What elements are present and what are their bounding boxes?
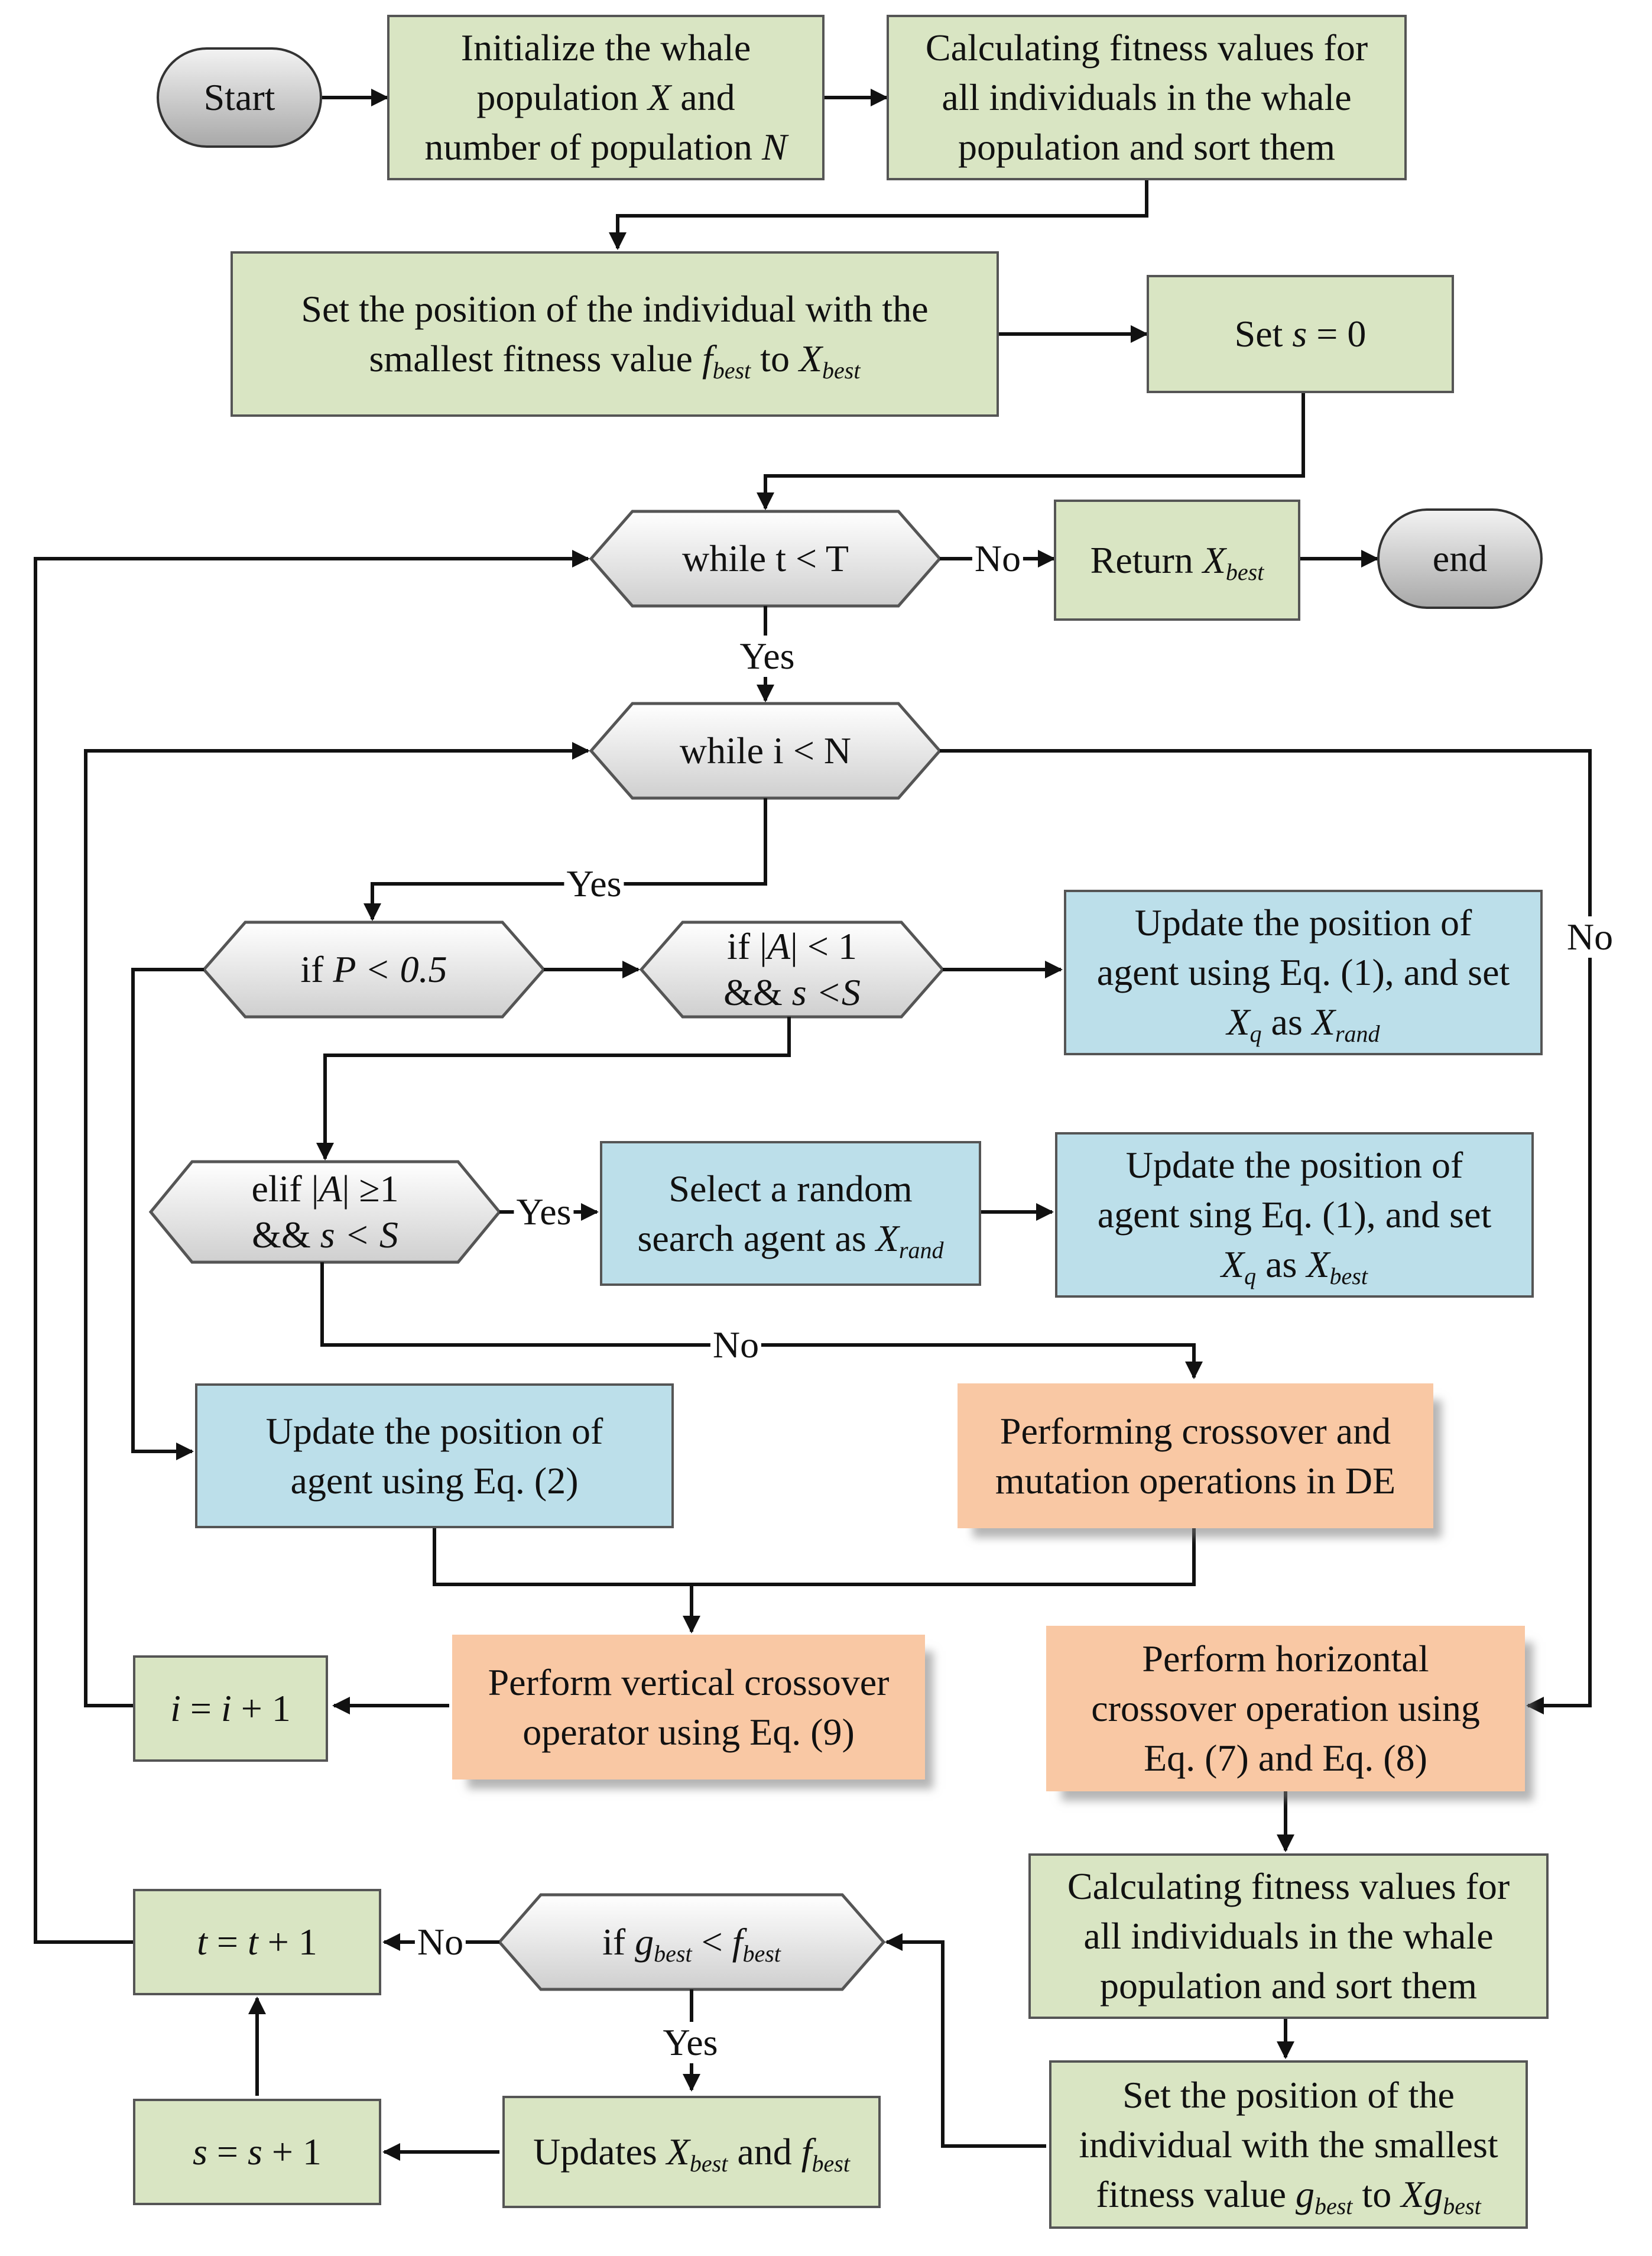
calc-fitness-box-top: Calculating fitness values for all indiv… bbox=[887, 15, 1407, 180]
arrow-sets0-whilet bbox=[757, 393, 1305, 510]
yes-label-while-i: Yes bbox=[564, 863, 624, 905]
if-p-decision: if P < 0.5 bbox=[300, 948, 447, 990]
vert-line1: Perform vertical crossover bbox=[488, 1661, 890, 1703]
yes-label-if-g: Yes bbox=[660, 2022, 720, 2063]
setpos1-line2: smallest fitness value fbest to Xbest bbox=[369, 338, 861, 384]
upd1-line1: Update the position of bbox=[1134, 902, 1472, 944]
init-line1: Initialize the whale bbox=[460, 27, 751, 69]
updbest-line1: Update the position of bbox=[1125, 1144, 1463, 1186]
update-eq1-best-box: Update the position of agent sing Eq. (1… bbox=[1055, 1132, 1534, 1298]
while-i-decision: while i < N bbox=[591, 704, 940, 798]
set-best-position-box: Set the position of the individual with … bbox=[231, 251, 999, 417]
i-increment-box: i = i + 1 bbox=[133, 1655, 328, 1762]
if-a-line2: && s <S bbox=[723, 971, 861, 1013]
decision-shapes bbox=[148, 510, 945, 1991]
de-line1: Performing crossover and bbox=[999, 1409, 1391, 1452]
updbest-line3: Xq as Xbest bbox=[1221, 1243, 1368, 1289]
select-random-agent-box: Select a random search agent as Xrand bbox=[600, 1141, 981, 1286]
select-line2: search agent as Xrand bbox=[637, 1217, 944, 1263]
horiz-line3: Eq. (7) and Eq. (8) bbox=[1144, 1737, 1427, 1779]
upd1-line2: agent using Eq. (1), and set bbox=[1096, 951, 1510, 993]
start-label: Start bbox=[203, 76, 275, 118]
select-line1: Select a random bbox=[668, 1167, 913, 1210]
setpos1-line1: Set the position of the individual with … bbox=[301, 288, 929, 330]
return-best-box: Return Xbest bbox=[1054, 500, 1300, 621]
no-label-while-i: No bbox=[1564, 916, 1616, 958]
no-label-while-t: No bbox=[972, 538, 1024, 579]
elif-line1: elif |A| ≥1 bbox=[251, 1168, 399, 1210]
if-g-decision: if gbest < fbest bbox=[602, 1921, 781, 1967]
de-line2: mutation operations in DE bbox=[995, 1459, 1396, 1502]
no-label-elif: No bbox=[710, 1324, 762, 1366]
while-i-label: while i < N bbox=[679, 730, 852, 772]
update-eq1-rand-box: Update the position of agent using Eq. (… bbox=[1064, 890, 1543, 1055]
init-line2: population X and bbox=[476, 76, 735, 118]
if-a-decision: if |A| < 1 && s <S bbox=[641, 922, 943, 1017]
arrow-iinc-whilei bbox=[84, 742, 590, 1707]
calc1-line3: population and sort them bbox=[958, 126, 1336, 168]
arrow-ifp-upd2 bbox=[131, 968, 204, 1460]
if-a-line1: if |A| < 1 bbox=[727, 925, 857, 967]
set-s-zero-box: Set s = 0 bbox=[1147, 275, 1454, 393]
arrow-calc1-setpos1 bbox=[609, 180, 1148, 250]
while-t-label: while t < T bbox=[682, 537, 849, 579]
setpos2-line3: fitness value gbest to Xgbest bbox=[1096, 2173, 1481, 2219]
elif-line2: && s < S bbox=[252, 1214, 398, 1256]
calc2-line3: population and sort them bbox=[1099, 1965, 1478, 2007]
init-line3: number of population N bbox=[424, 126, 787, 168]
setpos2-line2: individual with the smallest bbox=[1079, 2123, 1498, 2166]
calc1-line2: all individuals in the whale bbox=[942, 76, 1352, 118]
elif-decision: elif |A| ≥1 && s < S bbox=[151, 1162, 499, 1262]
de-crossover-mutation-box: Performing crossover and mutation operat… bbox=[958, 1383, 1433, 1528]
upd2-line2: agent using Eq. (2) bbox=[290, 1459, 579, 1502]
horiz-line1: Perform horizontal bbox=[1142, 1638, 1429, 1680]
update-eq2-box: Update the position of agent using Eq. (… bbox=[195, 1383, 674, 1528]
yes-label-elif: Yes bbox=[514, 1191, 574, 1233]
start-terminator: Start bbox=[157, 47, 322, 148]
horizontal-crossover-box: Perform horizontal crossover operation u… bbox=[1046, 1626, 1525, 1791]
yes-label-while-t: Yes bbox=[737, 636, 797, 677]
upd2-line1: Update the position of bbox=[265, 1409, 603, 1452]
end-label: end bbox=[1432, 537, 1488, 579]
horiz-line2: crossover operation using bbox=[1091, 1687, 1480, 1729]
arrow-ifa-elif bbox=[316, 1017, 791, 1161]
if-g-shape bbox=[497, 1893, 886, 1991]
calc2-line1: Calculating fitness values for bbox=[1067, 1865, 1510, 1907]
t-increment-box: t = t + 1 bbox=[133, 1889, 381, 1995]
while-t-decision: while t < T bbox=[591, 511, 940, 606]
set-gbest-position-box: Set the position of the individual with … bbox=[1049, 2060, 1528, 2229]
arrow-tinc-whilet bbox=[34, 550, 590, 1944]
calc1-line1: Calculating fitness values for bbox=[925, 27, 1368, 69]
arrow-merge-vert bbox=[433, 1487, 1196, 1632]
vertical-crossover-box: Perform vertical crossover operator usin… bbox=[452, 1635, 925, 1779]
updbest-line2: agent sing Eq. (1), and set bbox=[1097, 1194, 1492, 1236]
no-label-if-g: No bbox=[414, 1921, 466, 1963]
setpos2-line1: Set the position of the bbox=[1122, 2073, 1455, 2116]
calc-fitness-box-bottom: Calculating fitness values for all indiv… bbox=[1028, 1853, 1549, 2019]
vert-line2: operator using Eq. (9) bbox=[522, 1710, 855, 1753]
init-box: Initialize the whale population X and nu… bbox=[387, 15, 825, 180]
arrow-whilei-horiz bbox=[940, 749, 1592, 1714]
calc2-line2: all individuals in the whale bbox=[1083, 1915, 1494, 1957]
arrow-setpos2-ifg bbox=[885, 1933, 1046, 2148]
end-terminator: end bbox=[1377, 508, 1543, 609]
updates-best-box: Updates Xbest and fbest bbox=[502, 2096, 881, 2208]
upd1-line3: Xq as Xrand bbox=[1226, 1001, 1380, 1047]
s-increment-box: s = s + 1 bbox=[133, 2099, 381, 2205]
